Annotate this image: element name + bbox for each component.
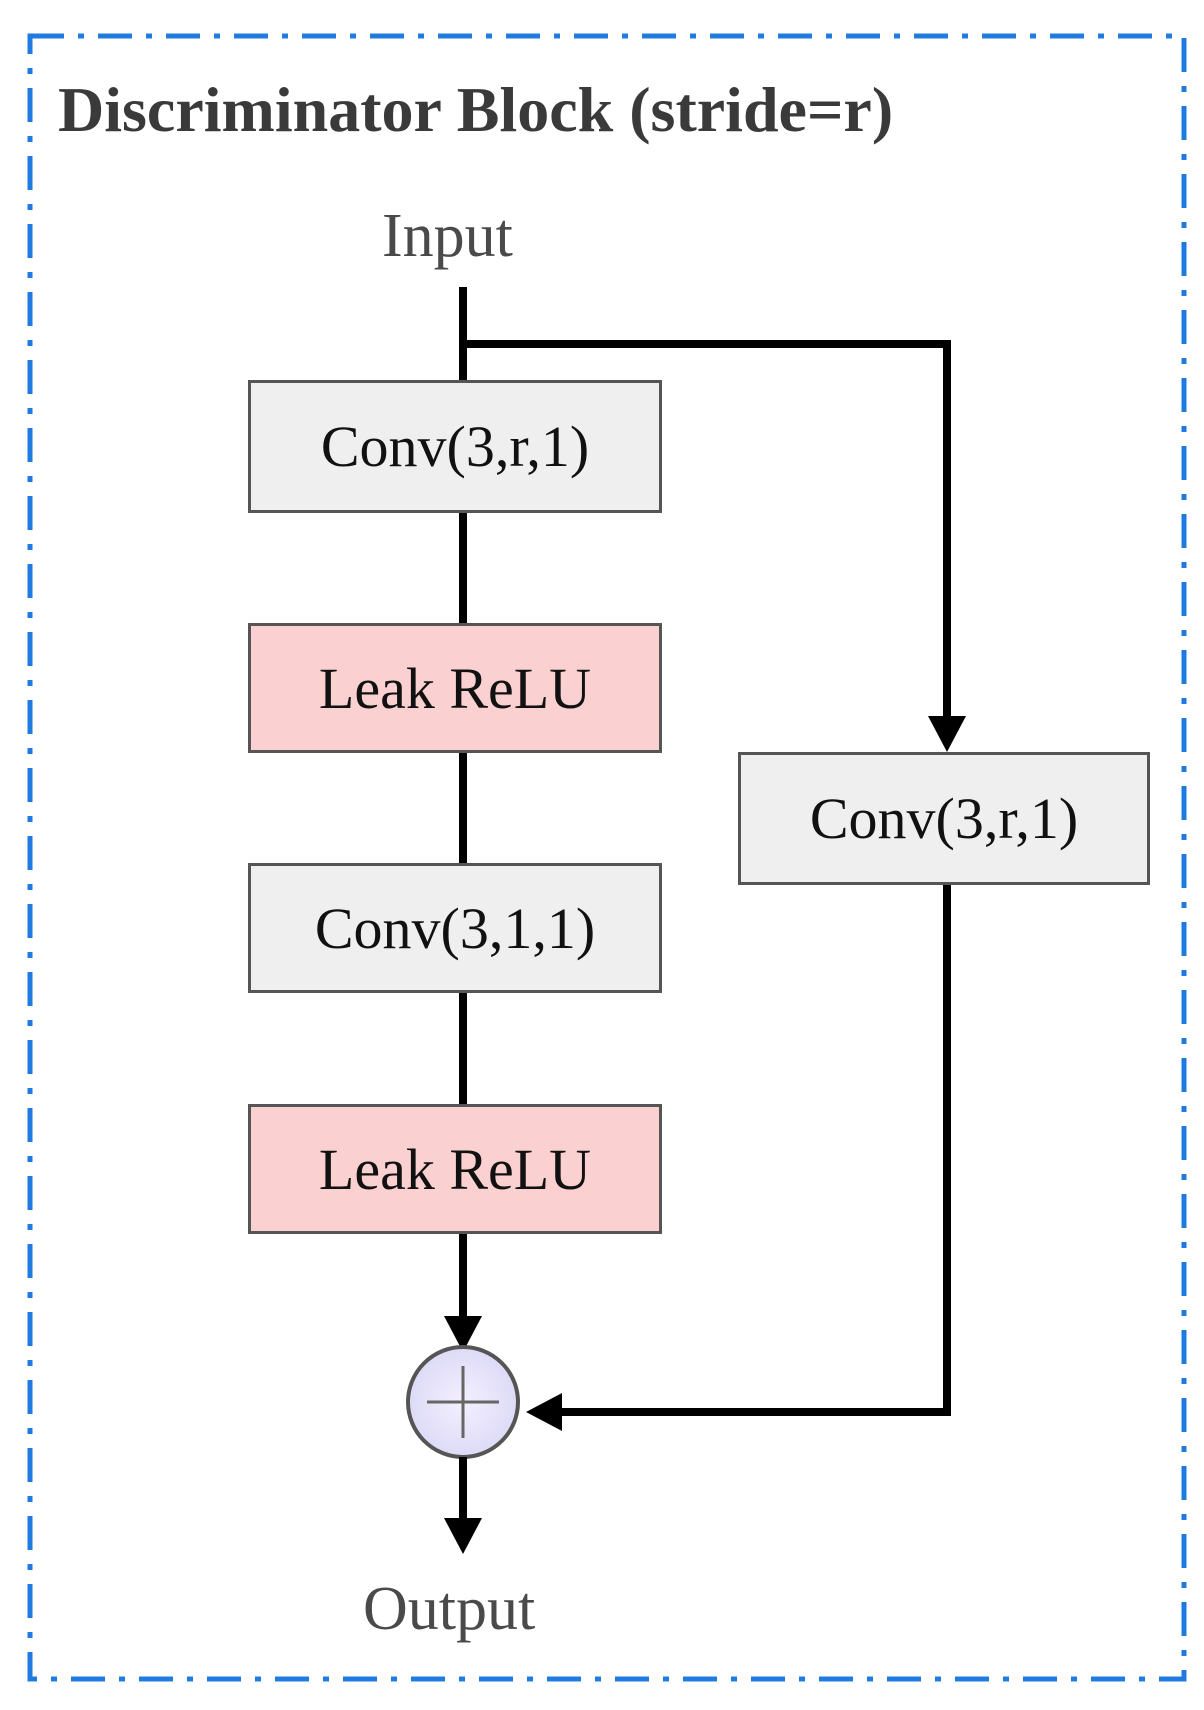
block-frame: [27, 33, 1187, 1682]
arrowhead-relu2-to-adder: [444, 1316, 482, 1352]
output-label: Output: [363, 1575, 536, 1643]
edge-input-to-skip-conv: [463, 340, 951, 718]
diagram-title: Discriminator Block (stride=r): [58, 74, 894, 145]
input-label: Input: [382, 202, 513, 270]
circled-plus-icon: [406, 1345, 520, 1459]
arrowhead-output: [444, 1518, 482, 1554]
leaky-relu-block-1: Leak ReLU: [248, 623, 662, 753]
conv-block-1: Conv(3,r,1): [248, 380, 662, 513]
edge-skip-conv-to-adder: [560, 885, 951, 1416]
arrowhead-skip-to-conv: [928, 716, 966, 752]
leaky-relu-block-2: Leak ReLU: [248, 1104, 662, 1234]
skip-conv-block: Conv(3,r,1): [738, 752, 1150, 885]
arrowhead-skip-to-adder: [526, 1393, 562, 1431]
conv-block-2: Conv(3,1,1): [248, 863, 662, 993]
